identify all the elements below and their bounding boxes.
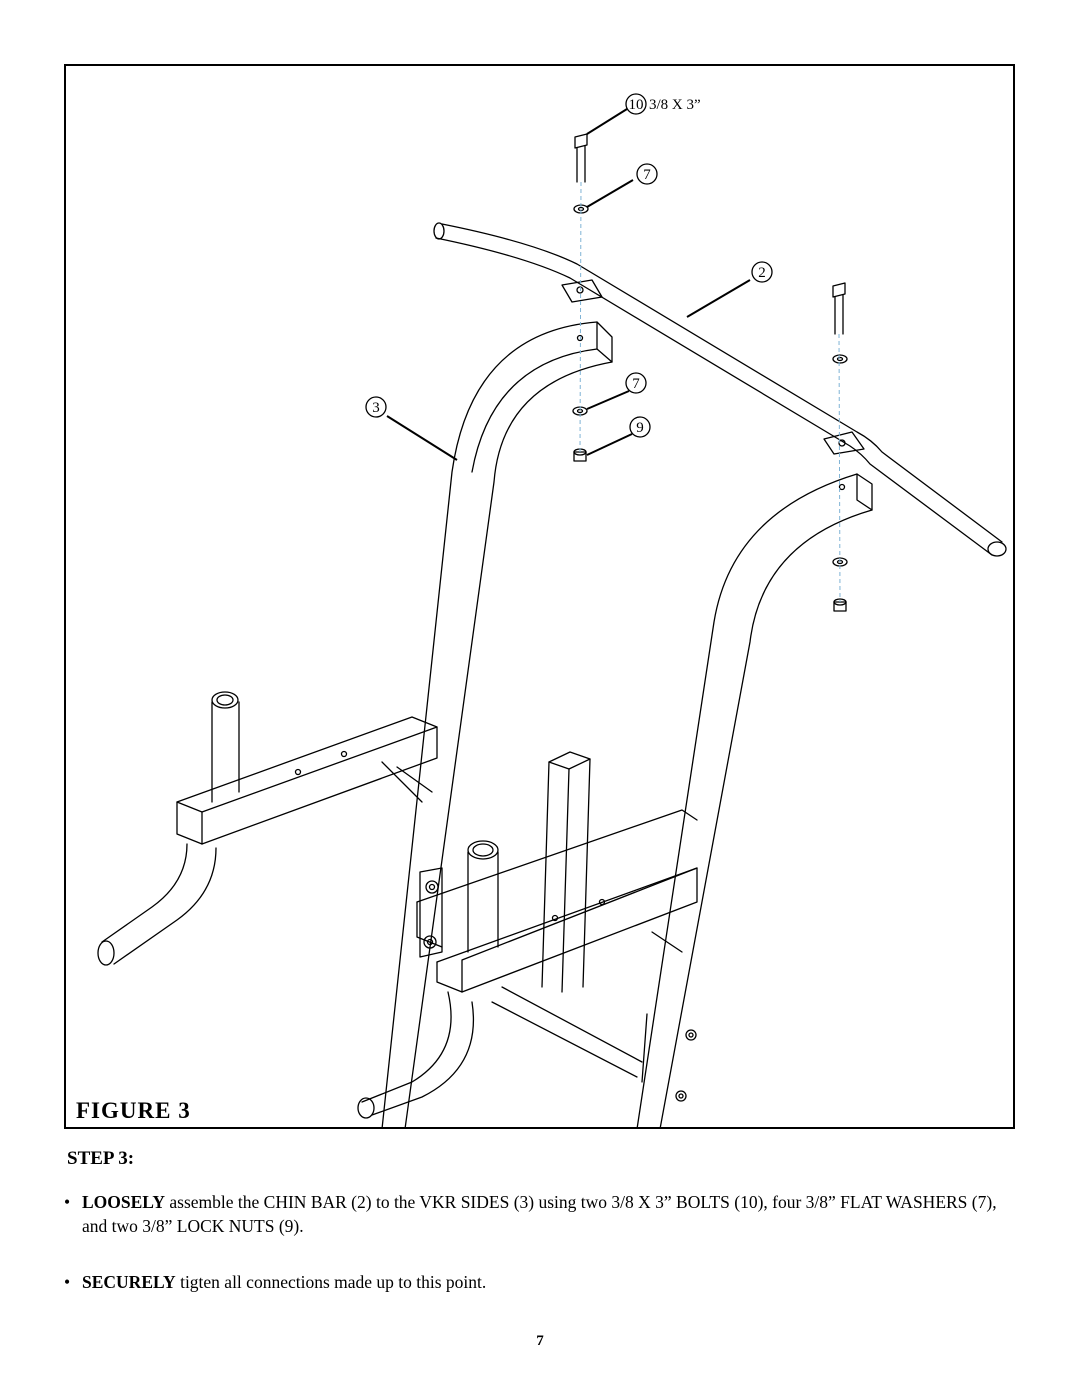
instruction-bullet: • SECURELY tigten all connections made u…	[64, 1270, 1024, 1294]
callout-circles	[365, 93, 773, 438]
right-dip-arm-drawing	[357, 809, 698, 1119]
callout-chin-bar: 2	[758, 265, 766, 281]
figure-caption: FIGURE 3	[76, 1098, 191, 1123]
assembly-figure: 10 3/8 X 3” 7 2 3 7 9	[64, 64, 1015, 1129]
instruction-bullet: • LOOSELY assemble the CHIN BAR (2) to t…	[64, 1190, 1024, 1238]
bullet-mark: •	[64, 1192, 71, 1212]
center-post-drawing	[381, 751, 683, 1083]
bullet-emphasis: LOOSELY	[82, 1192, 166, 1212]
leader-lines	[386, 108, 751, 461]
callout-bolt-number: 10	[629, 97, 644, 113]
bracket-plate-drawing	[419, 867, 443, 958]
hardware-right-drawing	[832, 282, 848, 612]
chin-bar-drawing	[433, 222, 1007, 557]
vkr-side-right-drawing	[636, 473, 873, 1127]
callout-lock-nut: 9	[636, 420, 644, 436]
callout-washer-bottom: 7	[632, 376, 640, 392]
bullet-text: assemble the CHIN BAR (2) to the VKR SID…	[82, 1192, 997, 1236]
assembly-drawing: 10 3/8 X 3” 7 2 3 7 9	[97, 93, 1007, 1127]
left-dip-arm-drawing	[97, 691, 438, 966]
centerlines	[579, 181, 841, 603]
vkr-side-left-drawing	[381, 321, 613, 1127]
page-number: 7	[536, 1333, 544, 1349]
callout-washer-top: 7	[643, 167, 651, 183]
bullet-text: tigten all connections made up to this p…	[175, 1272, 487, 1292]
callout-vkr-side: 3	[372, 400, 380, 416]
step-heading: STEP 3:	[67, 1148, 135, 1169]
bullet-mark: •	[64, 1272, 71, 1292]
bullet-emphasis: SECURELY	[82, 1272, 176, 1292]
callout-bolt-spec: 3/8 X 3”	[649, 97, 701, 113]
